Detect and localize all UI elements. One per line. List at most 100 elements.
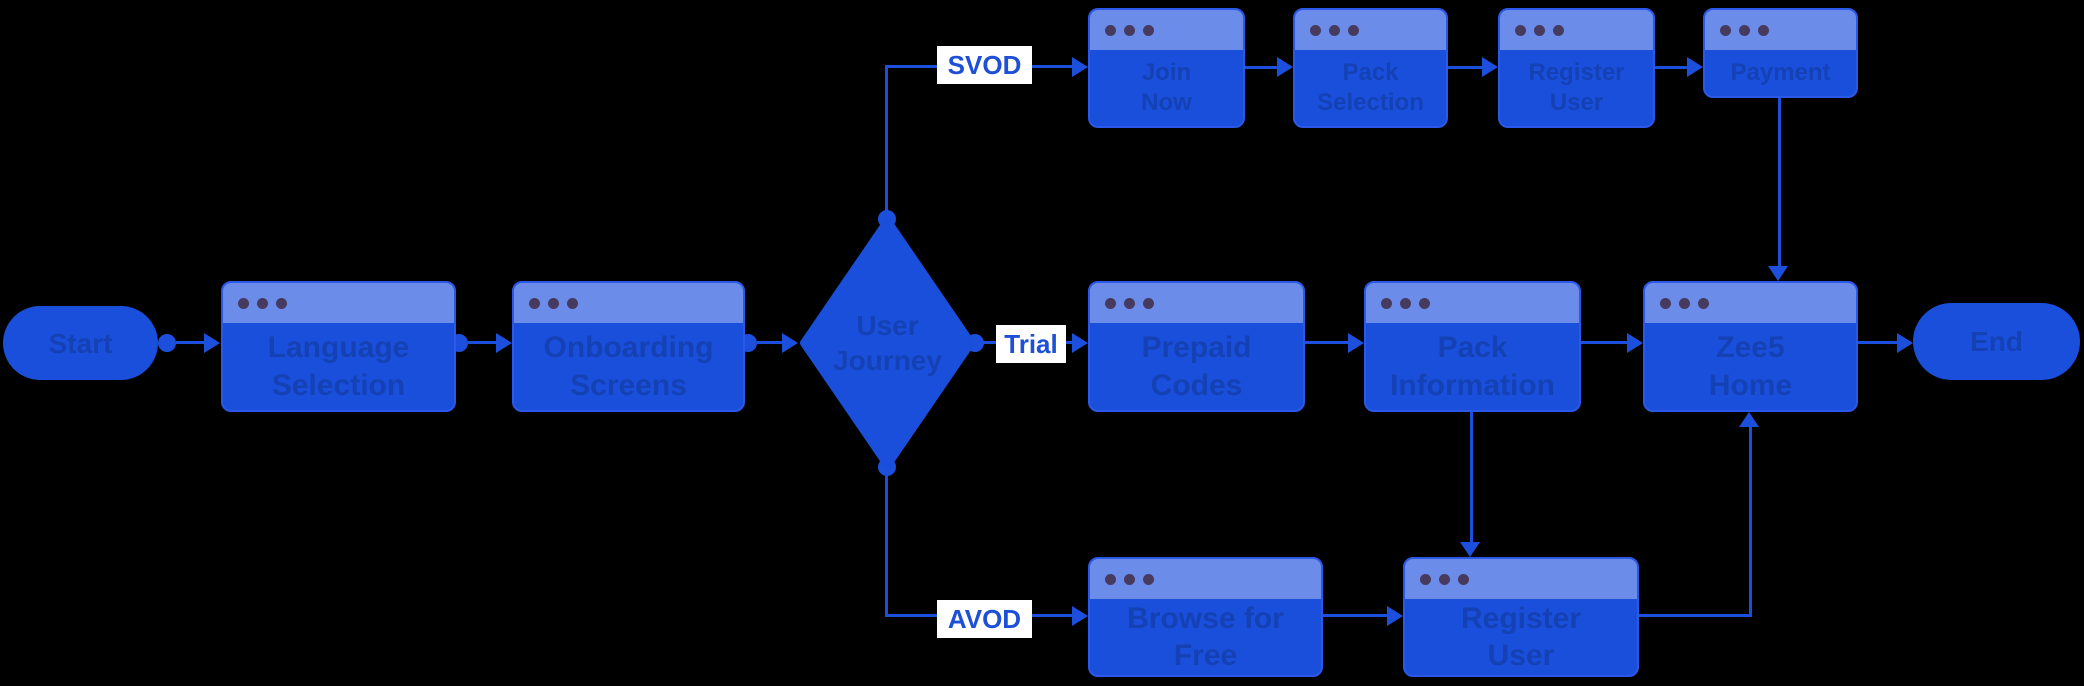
node-language-selection: Language Selection (221, 281, 456, 412)
node-label: Zee5 Home (1708, 331, 1793, 402)
window-dot-icon (529, 297, 540, 309)
decision-label: User Journey (833, 310, 942, 376)
node-payment: Payment (1703, 8, 1858, 98)
line-join-to-packselection (1245, 66, 1277, 69)
window-dot-icon (1720, 24, 1731, 36)
arrowhead-into-zee5-home (1627, 333, 1643, 353)
line-packinfo-down-to-register (1470, 412, 1473, 542)
node-body: Pack Information (1366, 323, 1579, 410)
line-language-to-onboarding (468, 341, 498, 344)
node-prepaid-codes: Prepaid Codes (1088, 281, 1305, 412)
line-browse-to-register (1323, 614, 1387, 617)
node-label: Register User (1460, 601, 1582, 673)
arrowhead-into-home-top (1768, 266, 1788, 281)
node-body: Browse for Free (1090, 599, 1321, 675)
line-start-to-language (176, 341, 206, 344)
line-register-avod-up-to-home (1749, 427, 1752, 617)
window-dot-icon (1143, 24, 1154, 36)
node-label: Join Now (1141, 59, 1192, 116)
window-dot-icon (1348, 24, 1359, 36)
end-node-label: End (1970, 326, 2023, 357)
window-dot-icon (1124, 573, 1135, 585)
arrowhead-into-end (1897, 333, 1913, 353)
window-dot-icon (1105, 573, 1116, 585)
window-dot-icon (1143, 573, 1154, 585)
browser-titlebar (514, 283, 743, 323)
start-node-label: Start (48, 327, 113, 359)
node-label: Language Selection (267, 331, 410, 402)
browser-titlebar (1405, 559, 1637, 599)
line-onboarding-to-decision (757, 341, 784, 344)
window-dot-icon (1381, 297, 1392, 309)
node-body: Payment (1705, 50, 1856, 96)
node-label: Browse for Free (1127, 601, 1284, 673)
node-body: Prepaid Codes (1090, 323, 1303, 410)
window-dot-icon (276, 297, 287, 309)
window-dot-icon (1739, 24, 1750, 36)
node-label: Payment (1730, 59, 1831, 86)
node-join-now: Join Now (1088, 8, 1245, 128)
line-prepaid-to-packinfo (1305, 341, 1348, 344)
window-dot-icon (1758, 24, 1769, 36)
line-packinfo-to-home (1581, 341, 1627, 344)
node-register-user-svod: Register User (1498, 8, 1655, 128)
branch-label-text: AVOD (947, 603, 1022, 634)
arrowhead-into-home-bottom (1739, 412, 1759, 427)
arrowhead-into-register-user (1482, 57, 1498, 77)
arrowhead-into-language (204, 333, 220, 353)
branch-label-text: SVOD (947, 49, 1022, 80)
window-dot-icon (1458, 573, 1469, 585)
node-label: Pack Information (1390, 331, 1556, 402)
node-body: Onboarding Screens (514, 323, 743, 410)
node-zee5-home: Zee5 Home (1643, 281, 1858, 412)
browser-titlebar (1705, 10, 1856, 50)
node-onboarding-screens: Onboarding Screens (512, 281, 745, 412)
browser-titlebar (1645, 283, 1856, 323)
node-body: Zee5 Home (1645, 323, 1856, 410)
line-packselection-to-register (1448, 66, 1484, 69)
browser-titlebar (1366, 283, 1579, 323)
window-dot-icon (1534, 24, 1545, 36)
browser-titlebar (1090, 559, 1321, 599)
node-label: Pack Selection (1317, 59, 1424, 116)
start-node: Start (3, 306, 158, 380)
window-dot-icon (1553, 24, 1564, 36)
window-dot-icon (1105, 297, 1116, 309)
browser-titlebar (1090, 10, 1243, 50)
window-dot-icon (1419, 297, 1430, 309)
arrowhead-into-join-now (1072, 57, 1088, 77)
line-home-to-end (1858, 341, 1897, 344)
line-register-to-payment (1655, 66, 1687, 69)
browser-titlebar (1500, 10, 1653, 50)
window-dot-icon (1698, 297, 1709, 309)
browser-titlebar (1090, 283, 1303, 323)
arrowhead-into-register-avod (1387, 606, 1403, 626)
decision-user-journey: User Journey (798, 215, 977, 471)
arrowhead-into-decision (782, 333, 798, 353)
window-dot-icon (1420, 573, 1431, 585)
window-dot-icon (1310, 24, 1321, 36)
window-dot-icon (567, 297, 578, 309)
line-decision-down-avod (885, 471, 888, 617)
arrowhead-into-prepaid-codes (1072, 333, 1088, 353)
node-browse-for-free: Browse for Free (1088, 557, 1323, 677)
end-node: End (1913, 303, 2080, 380)
line-payment-down-to-home (1778, 98, 1781, 266)
arrowhead-into-onboarding (496, 333, 512, 353)
diamond-shape (800, 217, 975, 469)
node-body: Language Selection (223, 323, 454, 410)
arrowhead-into-browse-free (1072, 606, 1088, 626)
window-dot-icon (257, 297, 268, 309)
browser-titlebar (1295, 10, 1446, 50)
node-label: Prepaid Codes (1141, 331, 1252, 402)
window-dot-icon (1660, 297, 1671, 309)
window-dot-icon (1515, 24, 1526, 36)
window-dot-icon (1124, 297, 1135, 309)
arrowhead-into-pack-information (1348, 333, 1364, 353)
window-dot-icon (1124, 24, 1135, 36)
window-dot-icon (1400, 297, 1411, 309)
branch-label-svod: SVOD (937, 46, 1032, 84)
line-register-avod-right (1639, 614, 1752, 617)
line-decision-up-svod (885, 66, 888, 217)
